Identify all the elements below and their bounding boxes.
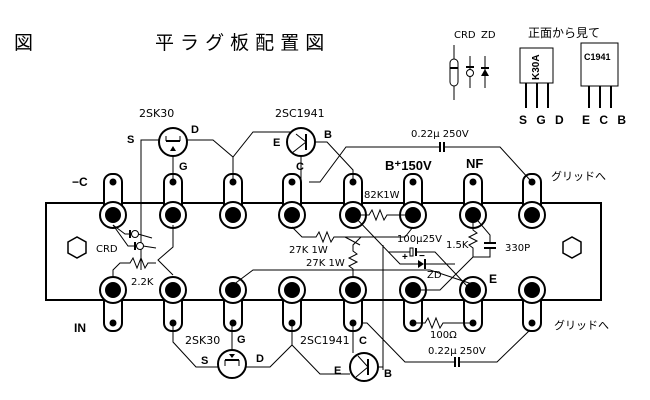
bottom-coupling-cap-label: 0.22µ 250V xyxy=(428,346,486,357)
zener-diode-symbol-icon xyxy=(481,56,489,88)
bjt-pin-labels: E C B xyxy=(582,113,629,127)
figure-label: 図 xyxy=(14,32,33,54)
bottom-bjt-name: 2SC1941 xyxy=(300,334,350,347)
top-fet-2sk30 xyxy=(158,127,188,157)
front-view-label: 正面から見て xyxy=(528,26,600,40)
bottom-fet-g-label: G xyxy=(237,334,246,346)
c-minus-sign: − xyxy=(419,251,425,262)
bottom-lug-7 xyxy=(459,276,487,332)
bjt-package-front: C1941 E C B xyxy=(580,42,629,127)
top-lug-4 xyxy=(278,173,306,229)
bottom-bjt-2sc1941 xyxy=(349,352,379,382)
top-fet-d-label: D xyxy=(191,124,199,136)
bottom-fet-s-label: S xyxy=(201,355,208,367)
nf-label: NF xyxy=(466,156,483,171)
r-2-2k-label: 2.2K xyxy=(131,277,154,288)
r-2-2k-resistor xyxy=(112,256,156,278)
top-fet-name: 2SK30 xyxy=(139,107,174,120)
c-100u-label: 100µ25V xyxy=(397,234,442,245)
r-82k-label: 82K1W xyxy=(364,190,400,201)
top-wiring xyxy=(140,131,531,270)
r-27k-b-resistor xyxy=(347,236,362,277)
bottom-bjt-c-label: C xyxy=(359,335,367,347)
bottom-lug-4 xyxy=(278,276,306,332)
legend-crd-zd: CRD ZD xyxy=(449,30,496,100)
tap-wire xyxy=(344,236,361,246)
c-330p-capacitor xyxy=(472,214,496,258)
bottom-fet-d-label: D xyxy=(256,353,264,365)
top-bjt-e-label: E xyxy=(273,137,280,149)
diagram-title: 平 ラ グ 板 配 置 図 xyxy=(155,32,324,54)
minus-c-label: −C xyxy=(72,175,88,189)
top-fet-s-label: S xyxy=(127,134,134,146)
fet-package-front: K30A S G D xyxy=(519,47,567,127)
mounting-hole-left xyxy=(67,236,87,259)
c-100u-electrolytic xyxy=(388,247,469,288)
crd-label: CRD xyxy=(96,244,118,255)
top-lug-5 xyxy=(339,173,367,229)
bjt-marking: C1941 xyxy=(584,52,611,62)
r-82k-resistor xyxy=(353,208,413,222)
bottom-lug-1 xyxy=(99,276,127,332)
top-bjt-2sc1941 xyxy=(286,127,316,157)
input-label: IN xyxy=(74,321,86,335)
zener-diode xyxy=(352,214,455,269)
b-plus-label: B⁺150V xyxy=(385,158,432,173)
top-bjt-b-label: B xyxy=(324,129,332,141)
r-1-5k-label: 1.5K xyxy=(446,240,469,251)
r-100-label: 100Ω xyxy=(430,330,457,341)
top-lug-2 xyxy=(159,173,187,229)
fet-marking: K30A xyxy=(531,54,542,80)
crd-diode-symbol-icon xyxy=(466,56,474,88)
zd-label: ZD xyxy=(427,270,442,281)
nf-return-wire xyxy=(413,256,474,291)
top-bjt-name: 2SC1941 xyxy=(275,107,325,120)
c-330p-label: 330P xyxy=(505,243,530,254)
gate-cross-wire xyxy=(157,225,174,276)
e-label: E xyxy=(489,272,497,286)
top-bjt-c-label: C xyxy=(296,161,304,173)
legend-crd-label: CRD xyxy=(454,30,476,41)
r-1-5k-resistor xyxy=(467,215,479,257)
top-lug-1 xyxy=(99,173,127,229)
r-27k-b-label: 27K 1W xyxy=(306,258,345,269)
grid-bottom-label: グリッドへ xyxy=(554,318,609,332)
legend-zd-label: ZD xyxy=(481,30,496,41)
bottom-bjt-e-label: E xyxy=(334,365,341,377)
top-lug-3 xyxy=(219,173,247,229)
r-27k-a-resistor xyxy=(291,226,414,244)
top-lug-8 xyxy=(518,173,546,229)
bottom-fet-2sk30 xyxy=(217,349,247,379)
grid-top-label: グリッドへ xyxy=(551,169,606,183)
c-plus-sign: + xyxy=(402,252,408,263)
bottom-wiring xyxy=(172,322,531,375)
bottom-bjt-b-label: B xyxy=(384,368,392,380)
bottom-lug-8 xyxy=(518,276,546,332)
r-100-resistor xyxy=(413,316,473,330)
fet-pin-labels: S G D xyxy=(519,113,567,127)
crd-pair xyxy=(112,224,157,250)
r-27k-a-label: 27K 1W xyxy=(289,245,328,256)
top-coupling-cap-label: 0.22µ 250V xyxy=(411,129,469,140)
crd-symbol-icon xyxy=(449,45,459,100)
top-fet-g-label: G xyxy=(179,161,188,173)
mounting-hole-right xyxy=(562,236,582,259)
bottom-fet-name: 2SK30 xyxy=(185,334,220,347)
bottom-lug-2 xyxy=(159,276,187,332)
top-lug-6 xyxy=(399,173,427,229)
lug-board xyxy=(45,202,602,301)
cross-wire-gate xyxy=(232,269,476,286)
bottom-lug-3 xyxy=(219,276,247,332)
